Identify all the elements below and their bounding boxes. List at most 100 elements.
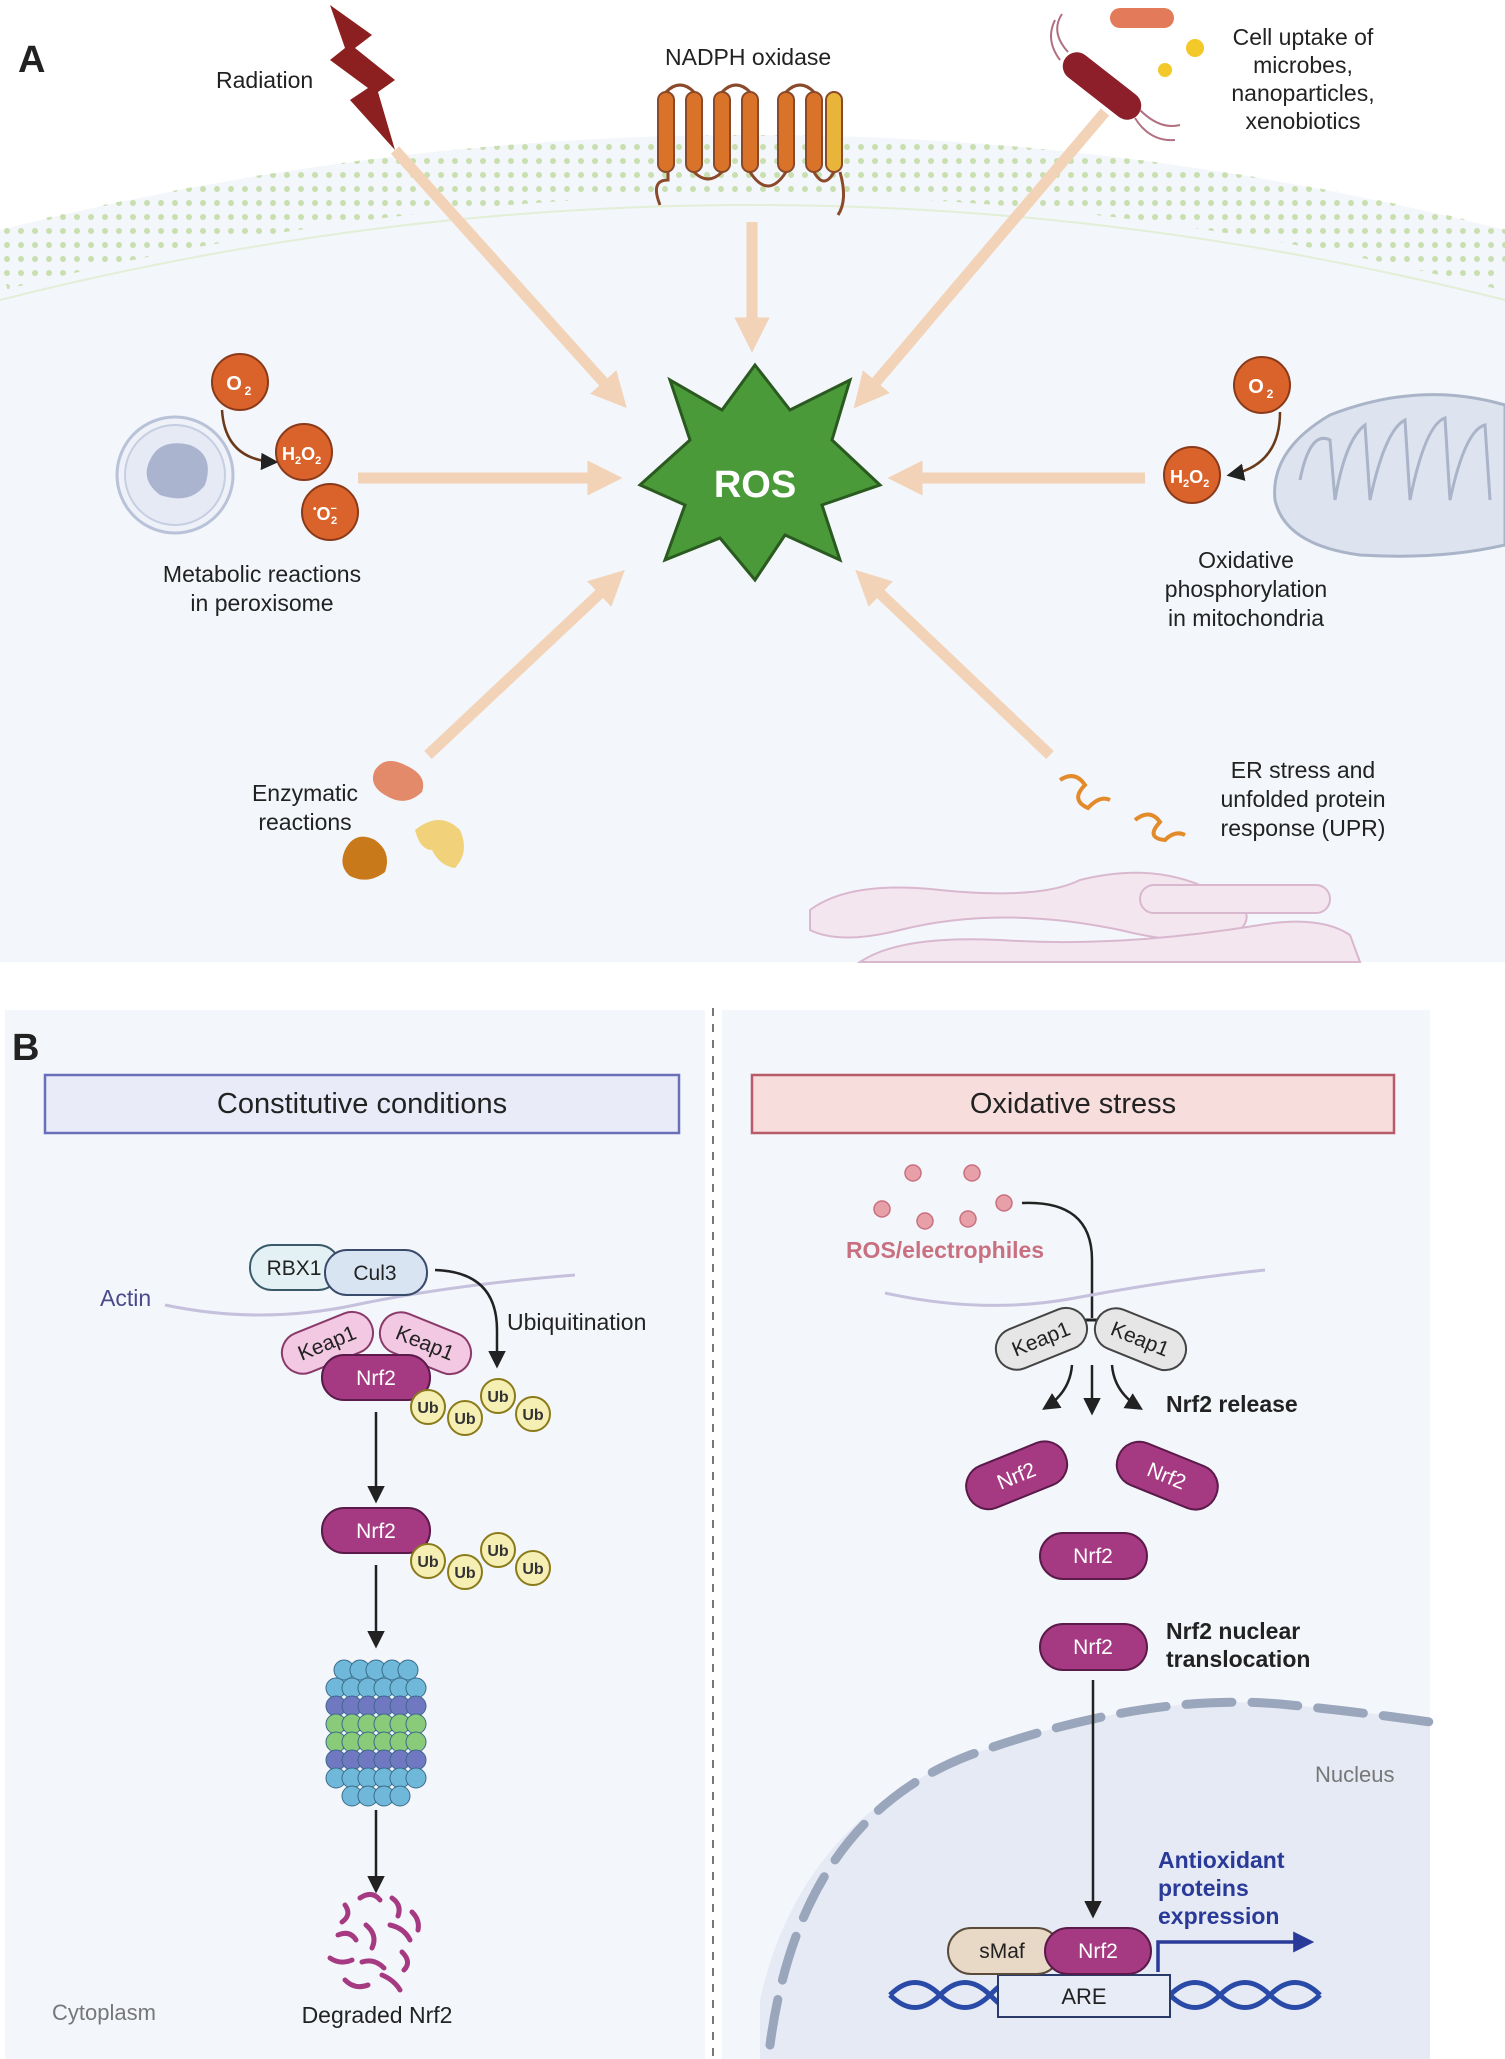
nrf2-translocating-label: Nrf2	[1073, 1636, 1113, 1659]
enzymatic-label-1: Enzymatic	[252, 780, 358, 806]
header-oxidative-label: Oxidative stress	[970, 1088, 1176, 1120]
proteasome-subunit	[405, 1713, 427, 1735]
ub-chain-2: Ub Ub Ub Ub	[410, 1532, 551, 1590]
nrf2-bound	[321, 1354, 431, 1401]
proteasome-subunit	[405, 1731, 427, 1753]
svg-text:O: O	[1248, 376, 1264, 398]
arrow-uptake	[853, 108, 1110, 409]
microbe-icon	[1050, 8, 1204, 142]
nrf2-translocating	[1039, 1623, 1148, 1671]
release-arrow-right	[1110, 1364, 1143, 1410]
nrf2-free-center-label: Nrf2	[1073, 1545, 1113, 1568]
peroxisome-label-2: in peroxisome	[190, 590, 333, 616]
arrow-er	[855, 569, 1054, 759]
degraded-nrf2-label: Degraded Nrf2	[302, 2002, 453, 2028]
svg-text:Ub: Ub	[417, 1554, 439, 1571]
svg-text:Ub: Ub	[487, 1543, 509, 1560]
peroxisome-label-1: Metabolic reactions	[163, 561, 361, 587]
header-constitutive-label: Constitutive conditions	[217, 1088, 507, 1120]
nrf2-nuclear	[1044, 1927, 1152, 1975]
svg-text:Ub: Ub	[487, 1389, 509, 1406]
panel-a: A Radiation NADPH oxidase Cell uptake of…	[0, 0, 1505, 965]
nrf2-ubiquitinated	[321, 1507, 431, 1554]
nadph-oxidase-label: NADPH oxidase	[665, 44, 831, 70]
proteasome-subunit	[405, 1695, 427, 1717]
svg-text:O: O	[226, 373, 242, 395]
nrf2-free-center	[1039, 1532, 1148, 1580]
nrf2-ubiquitinated-label: Nrf2	[356, 1520, 396, 1543]
antioxidant-label-2: proteins	[1158, 1875, 1249, 1901]
nucleus-region	[760, 1702, 1430, 2059]
panel-a-letter: A	[18, 39, 45, 81]
uptake-label-2: microbes,	[1253, 52, 1353, 78]
nrf2-release-label: Nrf2 release	[1166, 1391, 1298, 1417]
degraded-nrf2-fragments-icon	[327, 1892, 421, 1993]
rbx1-label: RBX1	[267, 1257, 322, 1280]
ubiquitination-label: Ubiquitination	[507, 1309, 646, 1335]
molecule-h2o2-left: H2O2	[275, 423, 333, 481]
nrf2-bound-label: Nrf2	[356, 1367, 396, 1390]
smaf-label: sMaf	[979, 1940, 1025, 1963]
endoplasmic-reticulum-icon	[809, 871, 1362, 963]
molecule-o2-left: O 2	[211, 353, 269, 411]
uptake-label-1: Cell uptake of	[1233, 24, 1374, 50]
svg-text:Ub: Ub	[417, 1400, 439, 1417]
ubiquitination-arrow	[434, 1268, 506, 1369]
nuclear-translocation-label-2: translocation	[1166, 1646, 1310, 1672]
nrf2-free-left: Nrf2	[965, 1440, 1069, 1511]
nrf2-nuclear-label: Nrf2	[1078, 1940, 1118, 1963]
svg-text:Ub: Ub	[522, 1561, 544, 1578]
uptake-label-3: nanoparticles,	[1231, 80, 1374, 106]
are-label: ARE	[1061, 1984, 1106, 2009]
nrf2-free-right: Nrf2	[1115, 1440, 1219, 1511]
ub-chain-1: Ub Ub Ub Ub	[410, 1378, 551, 1436]
uptake-label-4: xenobiotics	[1245, 108, 1360, 134]
arrow-radiation	[390, 146, 627, 409]
release-arrow-left	[1042, 1364, 1074, 1410]
mito-label-3: in mitochondria	[1168, 605, 1324, 631]
molecule-o2-right: O 2	[1233, 356, 1291, 414]
enzyme-icons	[342, 761, 464, 880]
er-label-1: ER stress and	[1231, 757, 1375, 783]
ros-label: ROS	[714, 464, 796, 506]
panel-b: B Constitutive conditions Oxidative stre…	[5, 1008, 1435, 2059]
unfolded-protein-icon-2	[1133, 812, 1186, 843]
cytoplasm-label: Cytoplasm	[52, 2000, 156, 2025]
svg-text:•O−2: •O−2	[313, 503, 337, 527]
mito-reaction-arrow	[1226, 411, 1282, 481]
arrow-enzymatic	[424, 569, 625, 760]
panel-b-letter: B	[12, 1027, 39, 1069]
actin-filament-right	[884, 1268, 1266, 1307]
actin-label: Actin	[100, 1285, 151, 1311]
ros-electrophiles-label: ROS/electrophiles	[846, 1237, 1044, 1263]
transcription-arrow	[1156, 1931, 1315, 1972]
antioxidant-label-3: expression	[1158, 1903, 1279, 1929]
nuclear-translocation-label-1: Nrf2 nuclear	[1166, 1618, 1300, 1644]
ros-electrophile-dots	[873, 1164, 1013, 1230]
svg-text:Ub: Ub	[454, 1565, 476, 1582]
nuclear-envelope	[765, 1697, 1435, 2050]
svg-text:H2O2: H2O2	[282, 444, 321, 467]
nadph-oxidase-icon	[654, 83, 845, 216]
proteasome-icon	[325, 1659, 427, 1807]
cul3-protein	[324, 1249, 428, 1296]
er-label-2: unfolded protein	[1221, 786, 1386, 812]
mito-label-2: phosphorylation	[1165, 576, 1327, 602]
mitochondrion-icon	[1273, 393, 1505, 558]
ros-source-arrows	[358, 108, 1145, 760]
unfolded-protein-icon-1	[1058, 774, 1111, 811]
peroxisome-icon	[115, 415, 235, 535]
molecule-superoxide: •O−2	[301, 483, 359, 541]
actin-filament-left	[164, 1273, 576, 1317]
antioxidant-label-1: Antioxidant	[1158, 1847, 1285, 1873]
proteasome-subunit	[405, 1767, 427, 1789]
header-oxidative	[750, 1073, 1396, 1135]
peroxisome-reaction-arrow	[220, 409, 279, 471]
radiation-label: Radiation	[216, 67, 313, 93]
nucleus-label: Nucleus	[1315, 1762, 1394, 1787]
ros-star	[637, 362, 883, 583]
svg-text:2: 2	[245, 384, 252, 398]
mito-label-1: Oxidative	[1198, 547, 1294, 573]
proteasome-subunit	[405, 1677, 427, 1699]
